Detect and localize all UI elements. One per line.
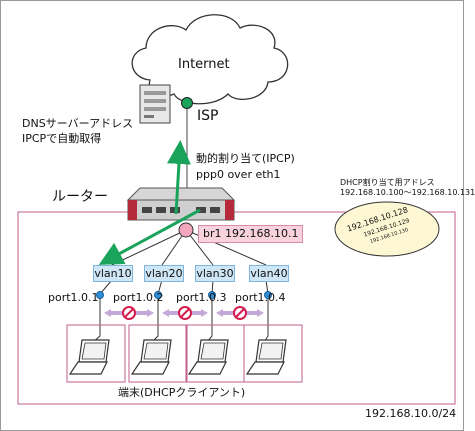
ppp-line1: 動的割り当て(IPCP) bbox=[196, 152, 295, 165]
downstream-arrow bbox=[98, 208, 201, 265]
subnet-label: 192.168.10.0/24 bbox=[365, 407, 457, 420]
lan-area-border bbox=[17, 211, 456, 405]
router-label: ルーター bbox=[52, 189, 108, 205]
terminal-box-1 bbox=[66, 324, 126, 383]
port-label-1: port1.0.1 bbox=[48, 291, 99, 304]
vlan-label-1: vlan10 bbox=[93, 265, 133, 282]
blocked-traffic-1-2 bbox=[104, 306, 154, 320]
bridge-node bbox=[178, 222, 194, 238]
isp-node bbox=[181, 97, 193, 109]
router-icon bbox=[126, 187, 236, 221]
laptop-icon-2 bbox=[130, 339, 172, 375]
dns-note-line1: DNSサーバーアドレス bbox=[22, 117, 134, 130]
dhcp-pool-range: 192.168.10.100～192.168.10.131 bbox=[340, 188, 475, 197]
vlan-label-4: vlan40 bbox=[249, 265, 289, 282]
network-diagram: 192.168.10.128 192.168.10.129 192.168.10… bbox=[17, 14, 456, 405]
dhcp-pool-ellipse bbox=[334, 201, 440, 257]
laptop-icon-3 bbox=[187, 339, 229, 375]
vlan-label-3: vlan30 bbox=[195, 265, 235, 282]
blocked-traffic-2-3 bbox=[162, 306, 208, 320]
terminal-box-2 bbox=[128, 324, 188, 383]
dhcp-pool-title: DHCP割り当て用アドレス bbox=[340, 178, 435, 187]
isp-server-icon bbox=[139, 84, 171, 124]
port-node-4 bbox=[264, 291, 272, 299]
port-label-3: port1.0.3 bbox=[176, 291, 227, 304]
port-node-1 bbox=[96, 291, 104, 299]
dns-note-line2: IPCPで自動取得 bbox=[22, 132, 102, 145]
ppp-line2: ppp0 over eth1 bbox=[196, 168, 281, 181]
terminal-box-4 bbox=[243, 324, 303, 383]
laptop-icon-4 bbox=[245, 339, 287, 375]
isp-label: ISP bbox=[197, 108, 219, 124]
port-label-4: port1.0.4 bbox=[235, 291, 286, 304]
internet-label: Internet bbox=[178, 57, 230, 72]
terminals-label: 端末(DHCPクライアント) bbox=[118, 386, 246, 399]
port-node-2 bbox=[154, 291, 162, 299]
port-label-2: port1.0.2 bbox=[113, 291, 164, 304]
bridge-label: br1 192.168.10.1 bbox=[198, 225, 304, 243]
vlan-label-2: vlan20 bbox=[144, 265, 184, 282]
port-node-3 bbox=[208, 291, 216, 299]
upstream-arrow bbox=[166, 140, 191, 215]
blocked-traffic-3-4 bbox=[216, 306, 264, 320]
laptop-icon-1 bbox=[68, 339, 110, 375]
